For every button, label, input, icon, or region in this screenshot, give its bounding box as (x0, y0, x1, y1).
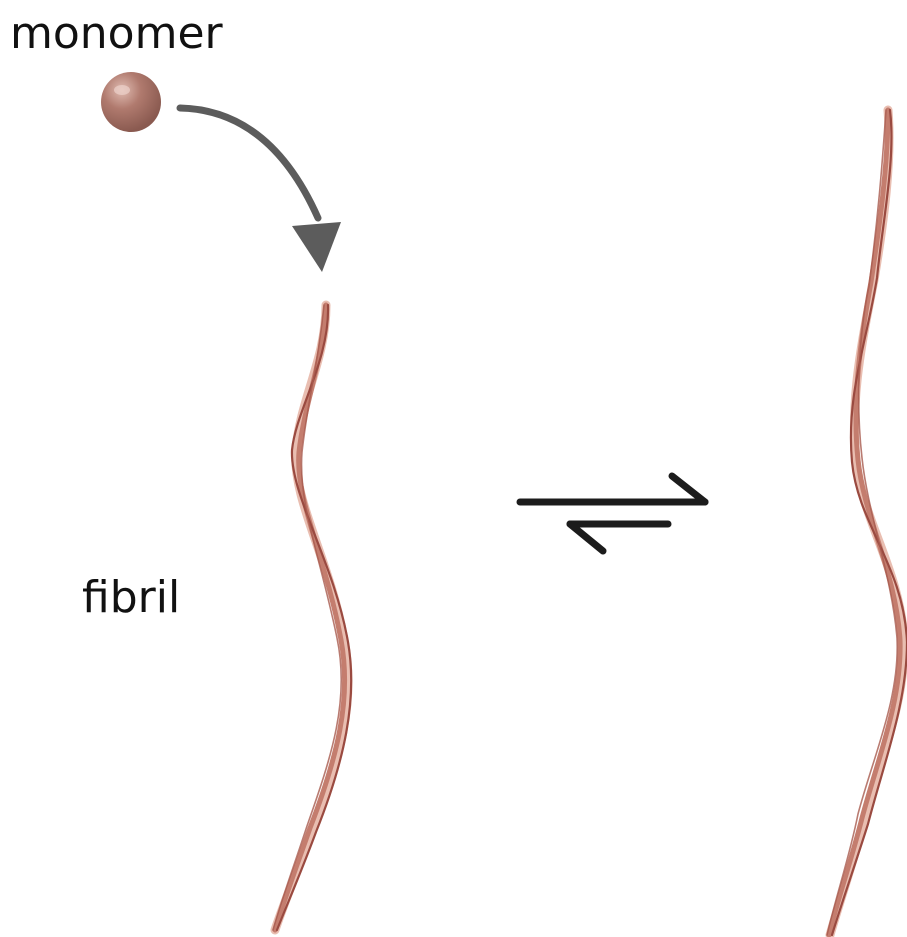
fibril-right (827, 110, 907, 935)
fibril-label: fibril (82, 572, 180, 623)
monomer-icon (101, 72, 161, 132)
curved-arrow-icon (180, 108, 341, 272)
fibril-left (273, 305, 351, 930)
monomer-label: monomer (10, 8, 224, 59)
equilibrium-arrows-icon (520, 476, 705, 551)
